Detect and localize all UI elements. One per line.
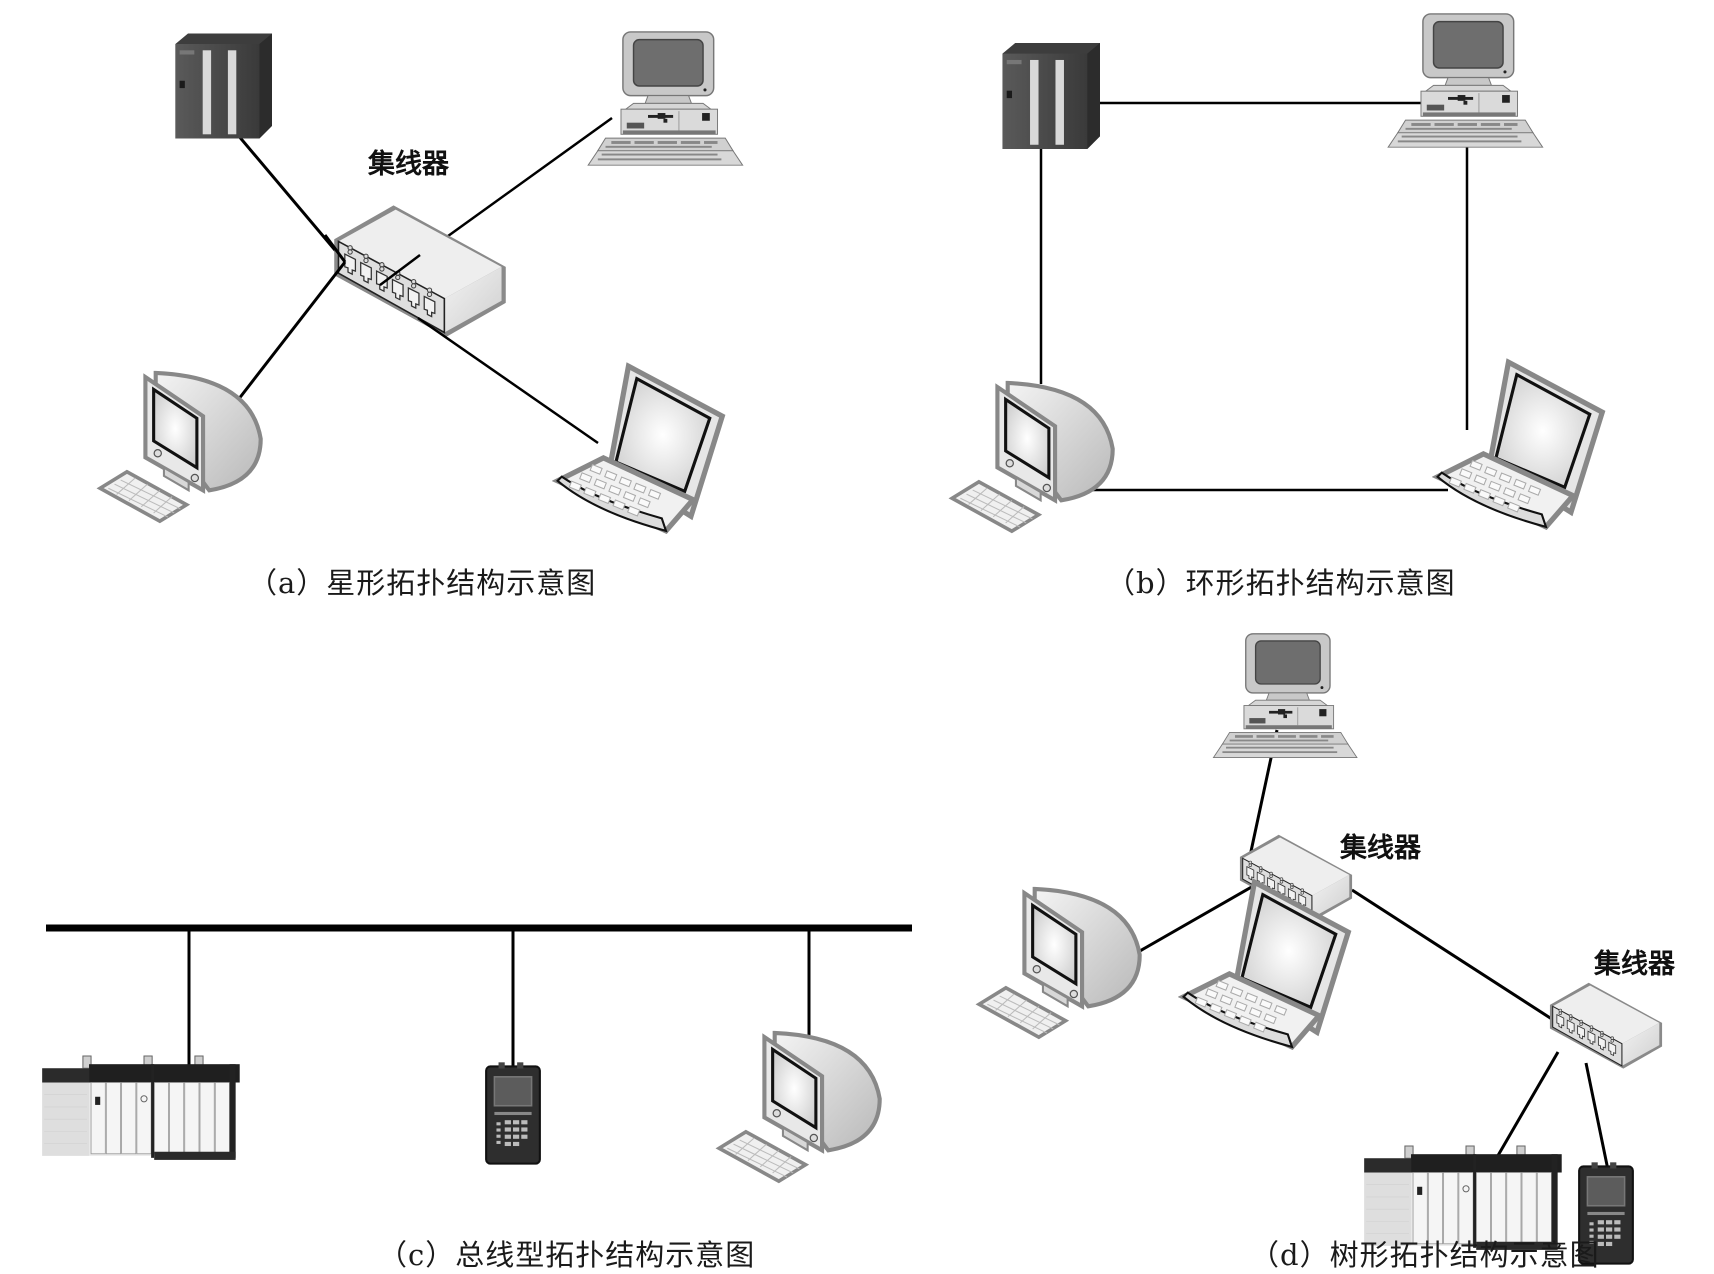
desktop-pc-device [587,31,744,166]
handheld-terminal-device [485,1062,541,1165]
laptop-device [1438,362,1603,527]
link-plc-hub-front [323,234,347,263]
link-hub2-handheld [1584,1062,1610,1171]
hub-2-device [1549,982,1663,1070]
desktop-pc-device [1387,13,1544,148]
link-desktop-hub-front [379,254,421,286]
hub-label: 集线器 [368,149,449,180]
crt-monitor-pc-device [979,889,1140,1037]
hub-label: 集线器 [1340,833,1421,864]
rack-plc-device [42,1055,241,1161]
crt-monitor-pc-device [952,383,1113,531]
caption-b: （b）环形拓扑结构示意图 [1106,566,1456,600]
link-hub-laptop [417,316,599,445]
desktop-pc-device [1212,632,1358,759]
caption-c: （c）总线型拓扑结构示意图 [378,1238,756,1272]
plc-device [1002,43,1100,149]
crt-monitor-pc-device [100,373,261,521]
panel-a-star [100,31,744,531]
crt-monitor-pc-device [719,1033,880,1181]
caption-a: （a）星形拓扑结构示意图 [248,566,597,600]
panel-b-ring [952,13,1603,531]
hub-device [333,204,507,338]
panel-c-bus [42,924,912,1181]
laptop-device [558,366,723,531]
link-hub1-hub2 [1351,888,1559,1025]
hub-label: 集线器 [1594,949,1675,980]
link-plc-hub [230,127,347,263]
link-hub-crt [236,261,347,401]
caption-d: （d）树形拓扑结构示意图 [1250,1238,1600,1272]
plc-device [175,33,272,139]
panel-d-tree [979,632,1663,1265]
